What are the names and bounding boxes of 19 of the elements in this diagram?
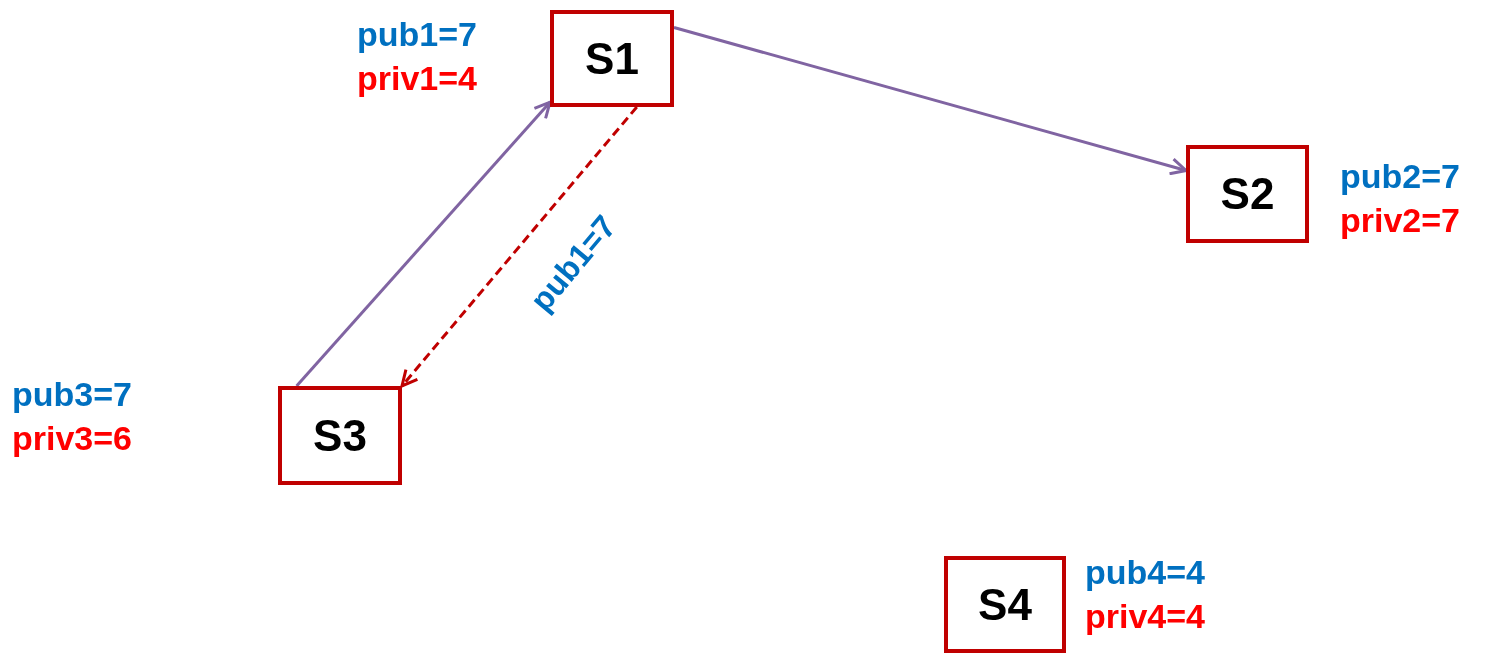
value-text: priv4=4: [1085, 596, 1206, 637]
value-text: pub3=7: [12, 374, 132, 415]
node-box: [944, 556, 1066, 653]
arrow: [673, 26, 1188, 176]
node-box: [550, 10, 674, 107]
arrow: [400, 106, 638, 388]
value-text: pub1=7: [357, 14, 477, 55]
arrow: [295, 100, 552, 387]
node-label: S3: [313, 410, 367, 461]
value-text: priv2=7: [1340, 200, 1461, 241]
node-box: [1186, 145, 1309, 243]
node-label: S2: [1220, 169, 1275, 219]
node-label: S1: [585, 33, 639, 84]
value-text: priv3=6: [12, 418, 133, 459]
node-label: S4: [978, 579, 1032, 630]
node-box: [278, 386, 402, 485]
value-text: pub4=4: [1085, 552, 1205, 593]
value-text: priv1=4: [357, 58, 478, 99]
value-text: pub2=7: [1340, 156, 1460, 197]
